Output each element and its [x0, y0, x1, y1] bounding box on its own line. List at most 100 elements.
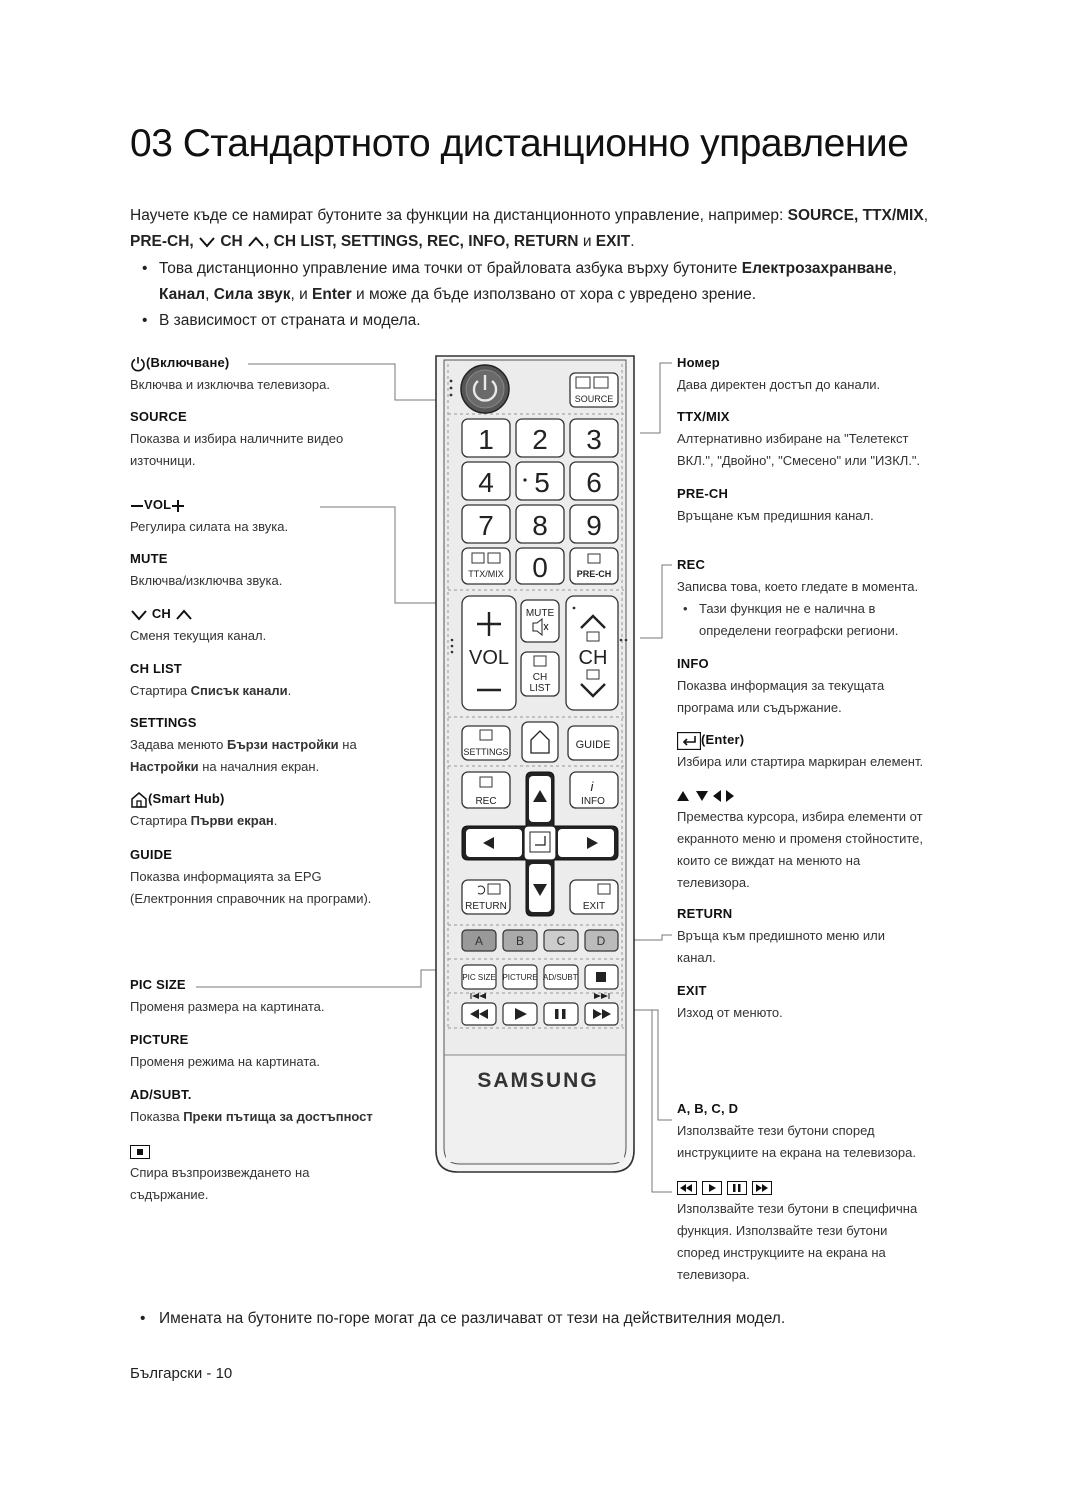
num-1-button	[461, 418, 511, 458]
rec-label: REC	[475, 796, 496, 807]
minus-icon	[131, 504, 143, 507]
guide-button	[567, 725, 619, 761]
num-8-button	[515, 504, 565, 544]
plus-icon	[172, 499, 185, 512]
chevron-down-icon	[199, 237, 215, 248]
c-label: C	[557, 934, 566, 948]
prech-button	[569, 547, 619, 585]
vol-label: VOL	[469, 647, 509, 669]
num-9-label: 9	[586, 510, 602, 541]
num-5-label: 5	[534, 467, 550, 498]
svg-text:i: i	[591, 779, 595, 794]
home-button	[521, 721, 559, 763]
rec-button	[461, 771, 511, 809]
up-arrow	[533, 790, 547, 802]
ch-label: CH	[579, 647, 608, 669]
annotation-source: SOURCE Показва и избира наличните видео …	[130, 409, 344, 468]
d-button	[584, 929, 619, 952]
annotation-picture: PICTURE Променя режима на картината.	[130, 1032, 321, 1069]
home-icon	[131, 791, 147, 808]
annotation-ttxmix: TTX/MIX Алтернативно избиране на "Телете…	[677, 409, 921, 468]
num-0-label: 0	[532, 552, 548, 583]
annotation-guide: GUIDE Показва информацията за EPG (Елект…	[130, 847, 372, 906]
annotation-number: Номер Дава директен достъп до канали.	[677, 355, 881, 392]
page-footer: Български - 10	[130, 1365, 233, 1382]
a-label: A	[475, 934, 483, 948]
annotation-arrows: Премества курсора, избира елементи от ек…	[677, 784, 923, 894]
enter-icon	[677, 731, 701, 750]
media-keys-icon	[677, 1180, 772, 1195]
bullet-region: •В зависимост от страната и модела.	[142, 312, 421, 329]
return-button	[461, 879, 511, 915]
num-9-button	[569, 504, 619, 544]
intro-line-1: Научете къде се намират бутоните за функ…	[130, 207, 929, 224]
annotation-settings: SETTINGS Задава менюто Бързи настройки н…	[130, 715, 357, 774]
chevron-up-icon	[176, 609, 192, 620]
annotation-media: Използвайте тези бутони в специфична фун…	[677, 1176, 917, 1286]
annotation-vol: VOL Регулира силата на звука.	[130, 497, 289, 534]
ttx-label: TTX/MIX	[468, 569, 504, 579]
a-button	[461, 929, 497, 952]
num-8-label: 8	[532, 510, 548, 541]
chevron-up-icon	[248, 236, 264, 247]
chlist-label-1: CH	[533, 672, 547, 683]
b-button	[502, 929, 538, 952]
settings-button	[461, 725, 511, 761]
num-7-label: 7	[478, 510, 494, 541]
enter-button	[523, 825, 557, 861]
b-label: B	[516, 934, 524, 948]
prech-label: PRE-CH	[577, 569, 612, 579]
num-5-button	[515, 461, 565, 501]
picture-label: PICTURE	[502, 973, 537, 982]
num-3-label: 3	[586, 424, 602, 455]
annotation-rec: REC Записва това, което гледате в момент…	[677, 557, 919, 638]
annotation-info: INFO Показва информация за текущата прог…	[677, 656, 885, 715]
bullet-braille: •Това дистанционно управление има точки …	[142, 260, 897, 303]
chlist-label-2: LIST	[529, 683, 550, 694]
mute-label: MUTE	[526, 608, 555, 619]
annotation-mute: MUTE Включва/изключва звука.	[130, 551, 283, 588]
ch-rocker	[565, 595, 619, 711]
annotation-prech: PRE-CH Връщане към предишния канал.	[677, 486, 874, 523]
chevron-down-icon	[131, 609, 147, 621]
num-7-button	[461, 504, 511, 544]
picsize-label: PIC SIZE	[462, 973, 495, 982]
annotation-picsize: PIC SIZE Променя размера на картината.	[130, 977, 325, 1014]
annotation-return: RETURN Връща към предишното меню или кан…	[677, 906, 886, 965]
page-title: 03 Стандартното дистанционно управление	[130, 122, 909, 165]
annotation-adsubt: AD/SUBT. Показва Преки пътища за достъпн…	[130, 1087, 373, 1124]
chlist-button	[520, 651, 560, 697]
ttx-button	[461, 547, 511, 585]
annotation-abcd: A, B, C, D Използвайте тези бутони споре…	[677, 1101, 916, 1160]
return-label: RETURN	[465, 901, 507, 912]
picsize-button	[461, 964, 497, 990]
adsubt-button	[543, 964, 579, 990]
samsung-logo: SAMSUNG	[477, 1069, 598, 1092]
info-label: INFO	[581, 796, 605, 807]
power-icon	[131, 356, 145, 372]
exit-label: EXIT	[583, 901, 605, 912]
num-2-label: 2	[532, 424, 548, 455]
exit-button	[569, 879, 619, 915]
adsubt-label: AD/SUBT.	[543, 973, 579, 982]
left-arrow	[483, 837, 494, 849]
vol-rocker	[461, 595, 517, 711]
annotation-chlist: CH LIST Стартира Списък канали.	[130, 661, 292, 698]
annotation-smarthub: (Smart Hub) Стартира Първи екран.	[130, 791, 278, 828]
annotation-power: (Включване) Включва и изключва телевизор…	[130, 355, 330, 392]
num-1-label: 1	[478, 424, 494, 455]
right-arrow	[587, 837, 598, 849]
stop-icon	[130, 1144, 150, 1159]
settings-label: SETTINGS	[463, 747, 508, 757]
annotation-ch: CH Сменя текущия канал.	[130, 606, 267, 643]
annotation-stop: Спира възпроизвеждането на съдържание.	[130, 1140, 309, 1206]
picture-button	[502, 964, 538, 990]
info-button	[569, 771, 619, 809]
num-6-label: 6	[586, 467, 602, 498]
num-3-button	[569, 418, 619, 458]
num-4-label: 4	[478, 467, 494, 498]
down-arrow	[533, 884, 547, 896]
d-label: D	[597, 934, 606, 948]
source-button	[569, 372, 619, 408]
